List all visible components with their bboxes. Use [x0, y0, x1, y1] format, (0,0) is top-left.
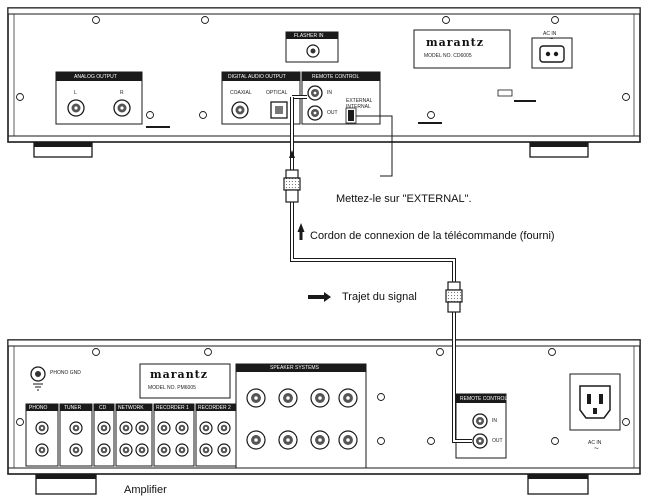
cd-remote-in-jack: [307, 85, 323, 101]
amp-ac-symbol: ~: [594, 444, 599, 453]
amp-remote-out-jack: [472, 433, 488, 449]
external-internal-switch: [348, 110, 354, 121]
amp-remote-in-jack: [472, 413, 488, 429]
analog-output-title: ANALOG OUTPUT: [74, 74, 117, 80]
optical-jack: [270, 101, 288, 119]
rca-jack: [217, 421, 231, 435]
set-external-note: Mettez-le sur "EXTERNAL".: [336, 193, 472, 205]
flasher-in-title: FLASHER IN: [294, 33, 324, 39]
rca-jack: [175, 421, 189, 435]
rca-jack: [157, 421, 171, 435]
rca-jack: [119, 421, 133, 435]
amp-remote-in-label: IN: [492, 418, 497, 424]
speaker-terminal: [278, 388, 298, 408]
speaker-terminal: [338, 430, 358, 450]
amp-rca-jacks: [35, 421, 231, 457]
rca-jack: [157, 443, 171, 457]
speaker-terminal: [246, 430, 266, 450]
speaker-terminals: [246, 388, 358, 450]
rca-jack: [69, 421, 83, 435]
speaker-terminal: [246, 388, 266, 408]
speaker-terminal: [278, 430, 298, 450]
cd-player-unit: [7, 7, 641, 158]
signal-arrow-up: [289, 150, 295, 158]
rca-jack: [97, 443, 111, 457]
speaker-terminal: [338, 388, 358, 408]
speaker-terminal: [310, 430, 330, 450]
cable-plug-lower: [445, 281, 463, 313]
rca-jack: [199, 443, 213, 457]
speaker-terminal: [310, 388, 330, 408]
coaxial-label: COAXIAL: [230, 90, 252, 96]
amplifier-label: Amplifier: [124, 484, 167, 496]
amp-model-number: MODEL NO. PM6005: [148, 385, 196, 391]
analog-output-l-jack: [67, 99, 85, 117]
rca-jack: [217, 443, 231, 457]
coaxial-jack: [231, 101, 249, 119]
signal-path-legend: Trajet du signal: [342, 291, 417, 303]
rca-jack: [175, 443, 189, 457]
cd-ac-label: AC IN: [543, 31, 557, 37]
cable-label: Cordon de connexion de la télécommande (…: [310, 230, 555, 242]
analog-l-label: L: [74, 90, 77, 96]
phono-ground-label: PHONO GND: [50, 370, 81, 376]
cd-brand-plate: [413, 29, 511, 69]
rca-jack: [119, 443, 133, 457]
cd-remote-out-label: OUT: [327, 110, 338, 116]
cd-screws: [16, 16, 630, 119]
rca-jack: [135, 443, 149, 457]
recorder2-label: RECORDER 2: [198, 405, 231, 411]
amp-brand-plate: [139, 363, 231, 399]
cd-remote-out-jack: [307, 105, 323, 121]
recorder1-label: RECORDER 1: [156, 405, 189, 411]
cable-plug-upper: [283, 169, 301, 203]
switch-external-label: EXTERNAL: [346, 98, 373, 104]
signal-legend-arrow-icon: [308, 292, 331, 302]
phono-label: PHONO: [29, 405, 48, 411]
amp-screws: [16, 348, 630, 445]
tuner-label: TUNER: [64, 405, 82, 411]
optical-label: OPTICAL: [266, 90, 288, 96]
rca-jack: [35, 421, 49, 435]
flasher-in-jack: [306, 44, 320, 58]
rca-jack: [135, 421, 149, 435]
amp-input-blocks: [25, 403, 237, 467]
amp-remote-title: REMOTE CONTROL: [460, 396, 508, 402]
cd-remote-title: REMOTE CONTROL: [312, 74, 360, 80]
cd-ac-inlet: [539, 45, 565, 63]
network-label: NETWORK: [118, 405, 144, 411]
cd-model-number: MODEL NO. CD6005: [424, 53, 472, 59]
cd-brand-logo: marantz: [426, 36, 485, 49]
amp-ac-label: AC IN: [588, 440, 602, 446]
amp-brand-logo: marantz: [150, 368, 209, 381]
cd-remote-in-label: IN: [327, 90, 332, 96]
analog-r-label: R: [120, 90, 124, 96]
rca-jack: [199, 421, 213, 435]
speaker-systems-block: [235, 363, 367, 469]
switch-pointer-line: [356, 115, 393, 177]
cd-ac-symbol: ~: [549, 36, 554, 43]
switch-internal-label: INTERNAL: [346, 104, 371, 110]
analog-output-r-jack: [113, 99, 131, 117]
rca-jack: [35, 443, 49, 457]
amp-remote-out-label: OUT: [492, 438, 503, 444]
cd-input-label: CD: [99, 405, 107, 411]
phono-ground-terminal: [30, 366, 46, 391]
speaker-systems-title: SPEAKER SYSTEMS: [270, 365, 319, 371]
signal-arrow-vertical-icon: [297, 223, 305, 240]
rca-jack: [69, 443, 83, 457]
digital-output-title: DIGITAL AUDIO OUTPUT: [228, 74, 286, 80]
amplifier-unit: [7, 339, 641, 495]
rca-jack: [97, 421, 111, 435]
